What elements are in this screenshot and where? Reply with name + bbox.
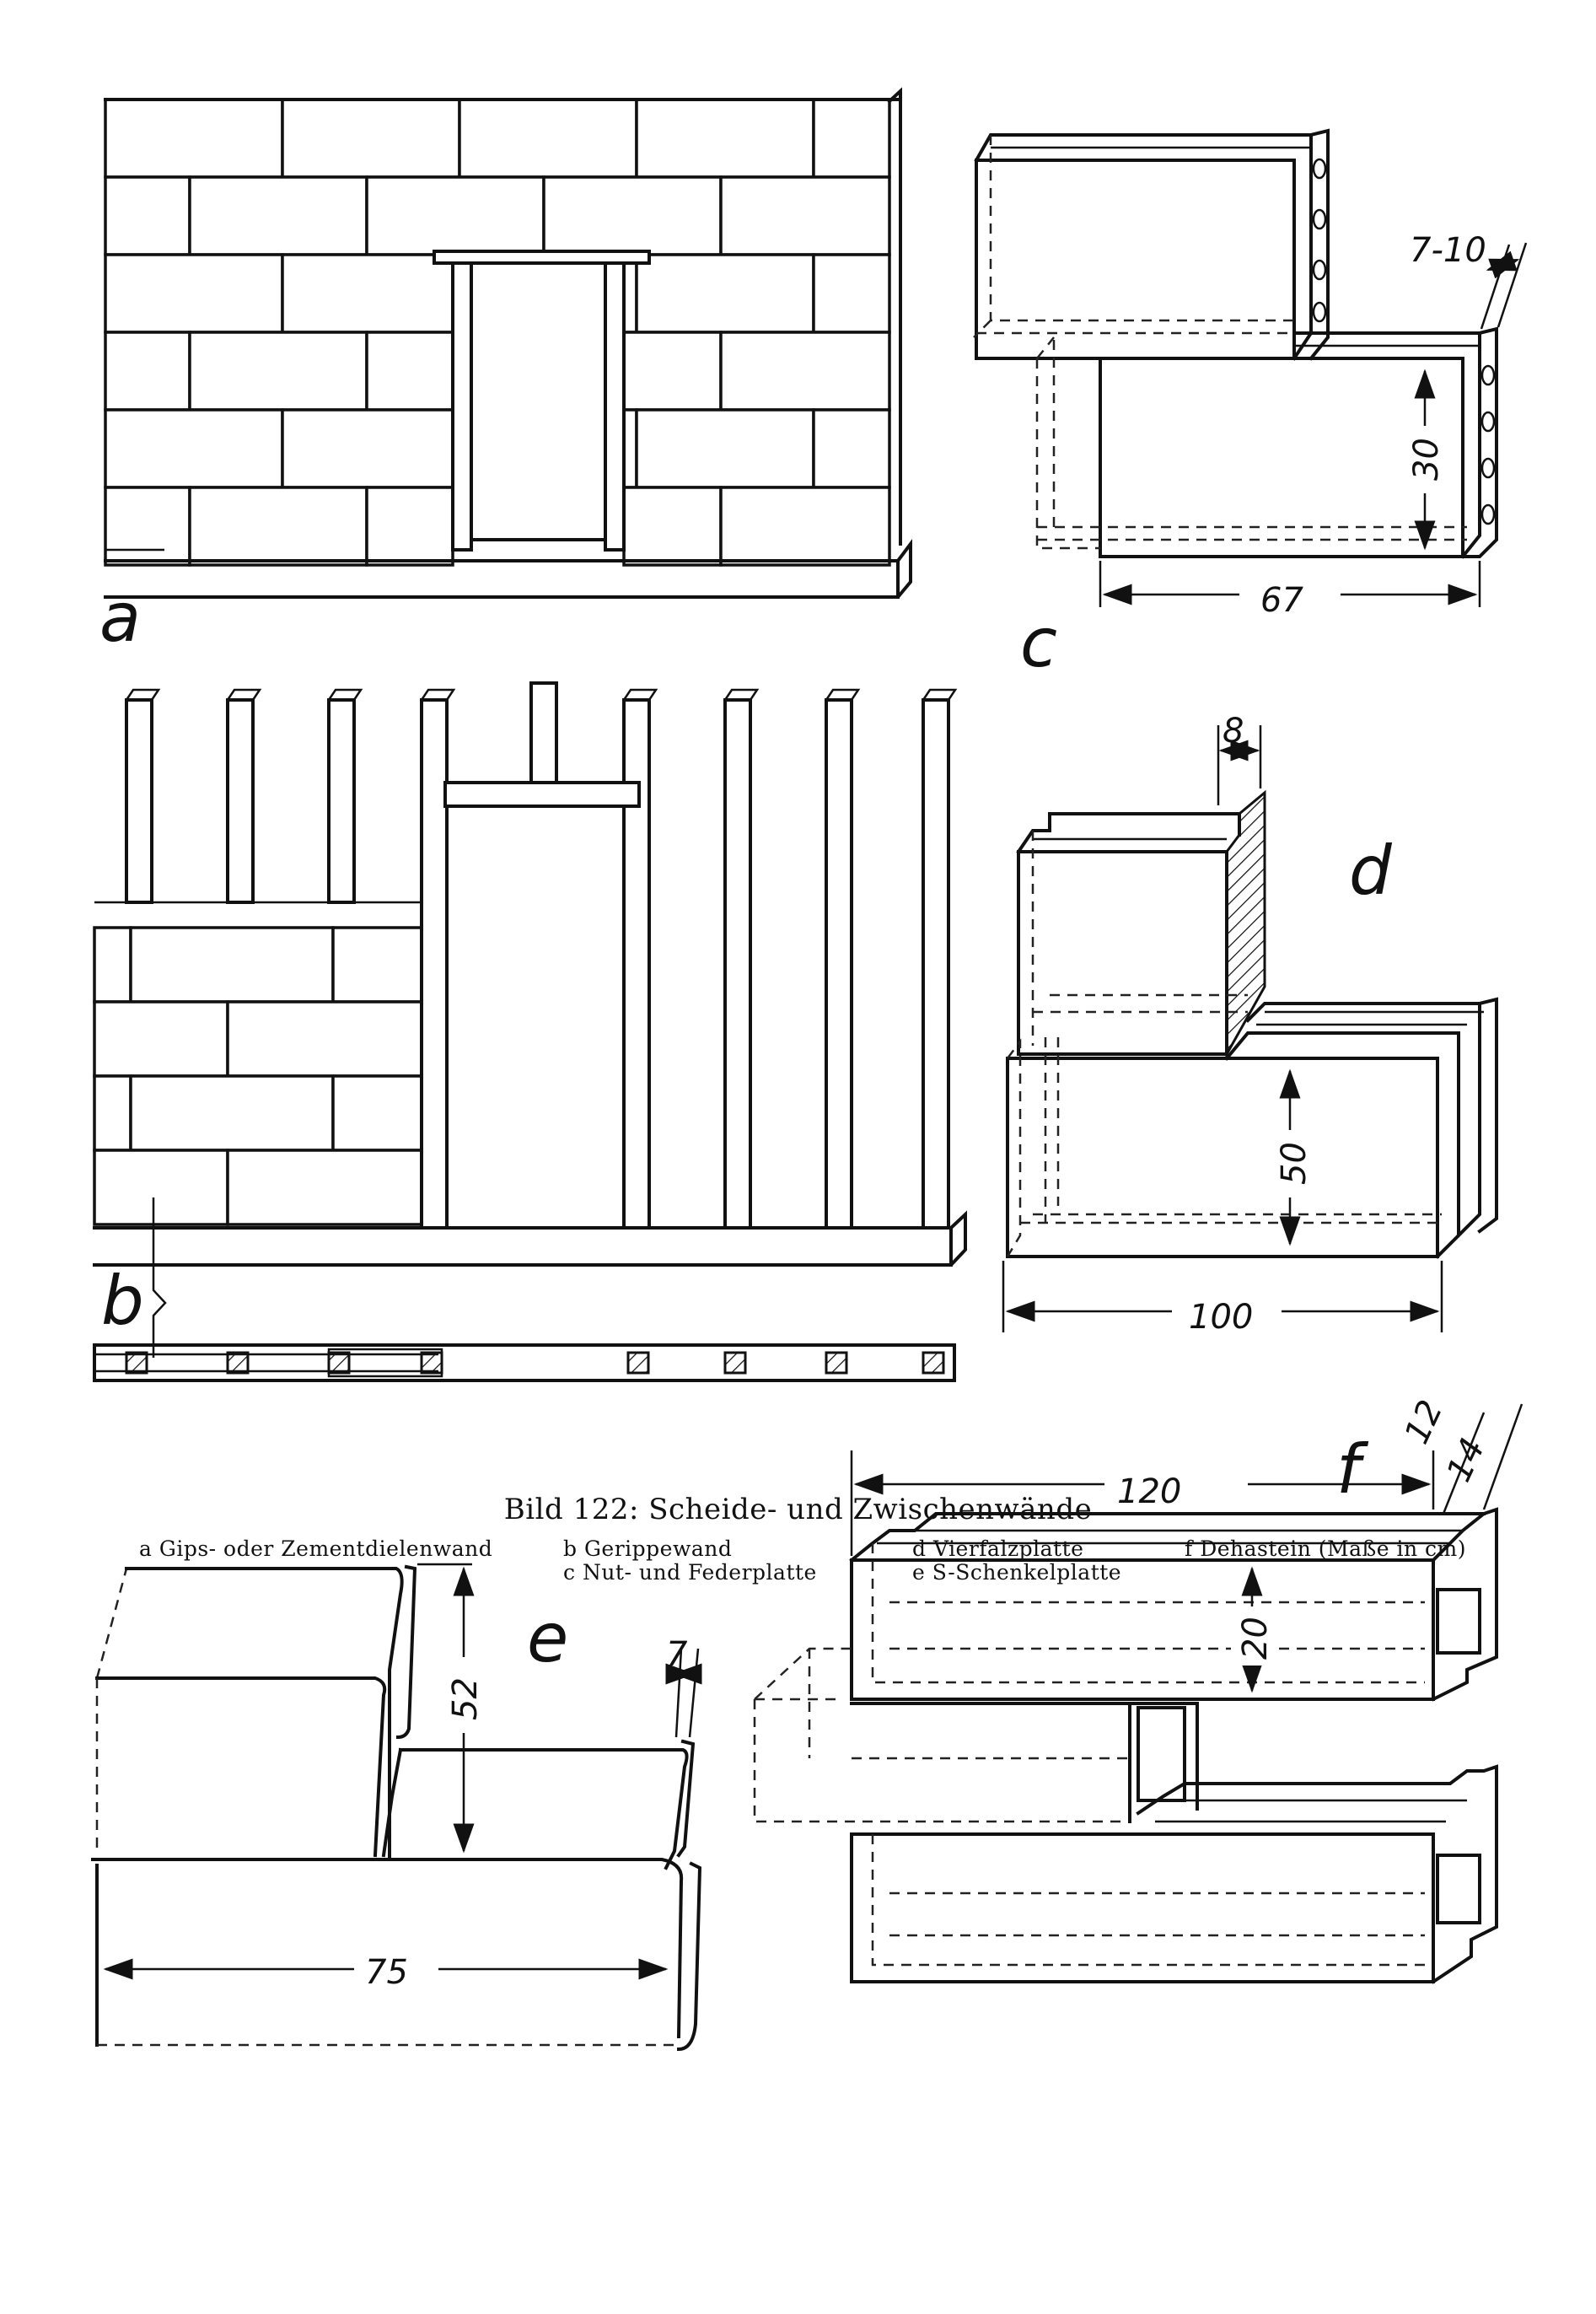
stud-section xyxy=(825,1351,848,1375)
hole xyxy=(1480,411,1496,433)
hole xyxy=(1480,457,1496,479)
figure-a-bricks xyxy=(104,98,902,567)
figure-b-studs xyxy=(125,688,958,1230)
hole xyxy=(1480,503,1496,525)
figure-d-four-rebate-panel: 100 50 8 d xyxy=(1002,712,1498,1337)
brick xyxy=(104,175,191,256)
brick xyxy=(719,331,891,412)
brick xyxy=(719,175,891,256)
stud xyxy=(327,698,356,904)
brick xyxy=(281,98,461,179)
stud-section xyxy=(723,1351,747,1375)
figure-e-height-dim: 52 xyxy=(446,1677,485,1720)
brick xyxy=(719,486,891,567)
figure-a-base xyxy=(104,539,912,599)
figure-e-length-dim: 75 xyxy=(365,1953,408,1992)
figure-e-thickness-dim: 7 xyxy=(666,1635,688,1674)
brick xyxy=(93,926,132,1004)
brick xyxy=(812,253,891,334)
stud-section xyxy=(922,1351,945,1375)
figure-f-length-dim: 120 xyxy=(1117,1472,1181,1511)
brick xyxy=(104,486,191,567)
figure-e-s-leg-panel: 52 75 7 e xyxy=(91,1563,702,2052)
brick xyxy=(104,331,191,412)
door-stud-right xyxy=(622,698,651,1230)
figure-c-height-dim: 30 xyxy=(1407,438,1446,481)
caption-item-c: c Nut- und Federplatte xyxy=(563,1560,817,1585)
hole xyxy=(1312,158,1327,180)
brick xyxy=(812,408,891,489)
figure-a-door-frame-left xyxy=(451,261,473,552)
stud xyxy=(723,698,752,1230)
caption-item-b: b Gerippewand xyxy=(563,1536,733,1561)
hole xyxy=(1480,364,1496,386)
brick xyxy=(93,1149,229,1226)
figure-b-label: b xyxy=(101,1262,144,1340)
figure-b-bricks xyxy=(93,901,427,1226)
figure-f-height-dim: 20 xyxy=(1236,1617,1275,1660)
brick xyxy=(635,98,815,179)
stud-section xyxy=(226,1351,250,1375)
stud xyxy=(125,698,153,904)
figure-d-thickness-dim: 8 xyxy=(1223,712,1244,751)
hole xyxy=(1312,301,1327,323)
brick xyxy=(104,408,284,489)
stud-section xyxy=(420,1351,443,1375)
brick xyxy=(331,926,427,1004)
figure-c-label: c xyxy=(1020,604,1057,682)
brick xyxy=(635,253,815,334)
stud-section xyxy=(125,1351,148,1375)
figure-a-door-lintel xyxy=(433,250,651,265)
brick xyxy=(188,331,368,412)
brick xyxy=(188,175,368,256)
figure-e-label: e xyxy=(527,1599,568,1677)
hole xyxy=(1312,208,1327,230)
brick xyxy=(104,253,284,334)
stud xyxy=(825,698,853,1230)
brick xyxy=(635,408,815,489)
caption-item-d: d Vierfalzplatte xyxy=(912,1536,1084,1561)
figure-b-base xyxy=(93,1210,967,1267)
brick xyxy=(93,1000,229,1078)
figure-c-tongue-groove-panel: 67 30 7-10 c xyxy=(973,128,1528,682)
figure-a-door-frame-right xyxy=(604,261,626,552)
figure-f-deha-block: 120 20 12 14 f xyxy=(753,1395,1523,1984)
figure-a-panel-wall: a xyxy=(99,87,912,657)
figure-b-plan-section xyxy=(93,1343,956,1382)
caption-item-f: f Dehastein (Maße in cm) xyxy=(1185,1536,1466,1561)
figure-d-label: d xyxy=(1349,831,1393,910)
caption-item-a: a Gips- oder Zementdielenwand xyxy=(139,1536,493,1561)
brick xyxy=(331,1074,427,1152)
stud xyxy=(226,698,255,904)
hole xyxy=(1312,259,1327,281)
figure-f-thickness-a-dim: 12 xyxy=(1397,1395,1450,1450)
stud-section xyxy=(626,1351,650,1375)
brick xyxy=(458,98,638,179)
brick xyxy=(542,175,723,256)
figure-b-door-header xyxy=(443,781,641,808)
figure-c-thickness-dim: 7-10 xyxy=(1410,231,1486,270)
stud xyxy=(922,698,950,1230)
brick xyxy=(104,98,284,179)
figure-b-frame-wall: b xyxy=(93,681,967,1382)
brick xyxy=(93,1074,132,1152)
brick xyxy=(129,926,335,1004)
brick xyxy=(129,1074,335,1152)
caption-item-e: e S-Schenkelplatte xyxy=(912,1560,1122,1585)
caption-title: Bild 122: Scheide- und Zwischenwände xyxy=(503,1493,1093,1526)
brick xyxy=(226,1000,427,1078)
brick xyxy=(365,175,545,256)
door-stud-left xyxy=(420,698,449,1230)
brick xyxy=(188,486,368,567)
figure-f-thickness-b-dim: 14 xyxy=(1439,1433,1492,1488)
figure-c-length-dim: 67 xyxy=(1260,581,1303,620)
figure-d-height-dim: 50 xyxy=(1275,1142,1314,1185)
figure-d-length-dim: 100 xyxy=(1189,1298,1253,1337)
stud-section xyxy=(327,1351,351,1375)
figure-a-label: a xyxy=(99,578,141,657)
brick xyxy=(226,1149,427,1226)
brick xyxy=(812,98,891,179)
